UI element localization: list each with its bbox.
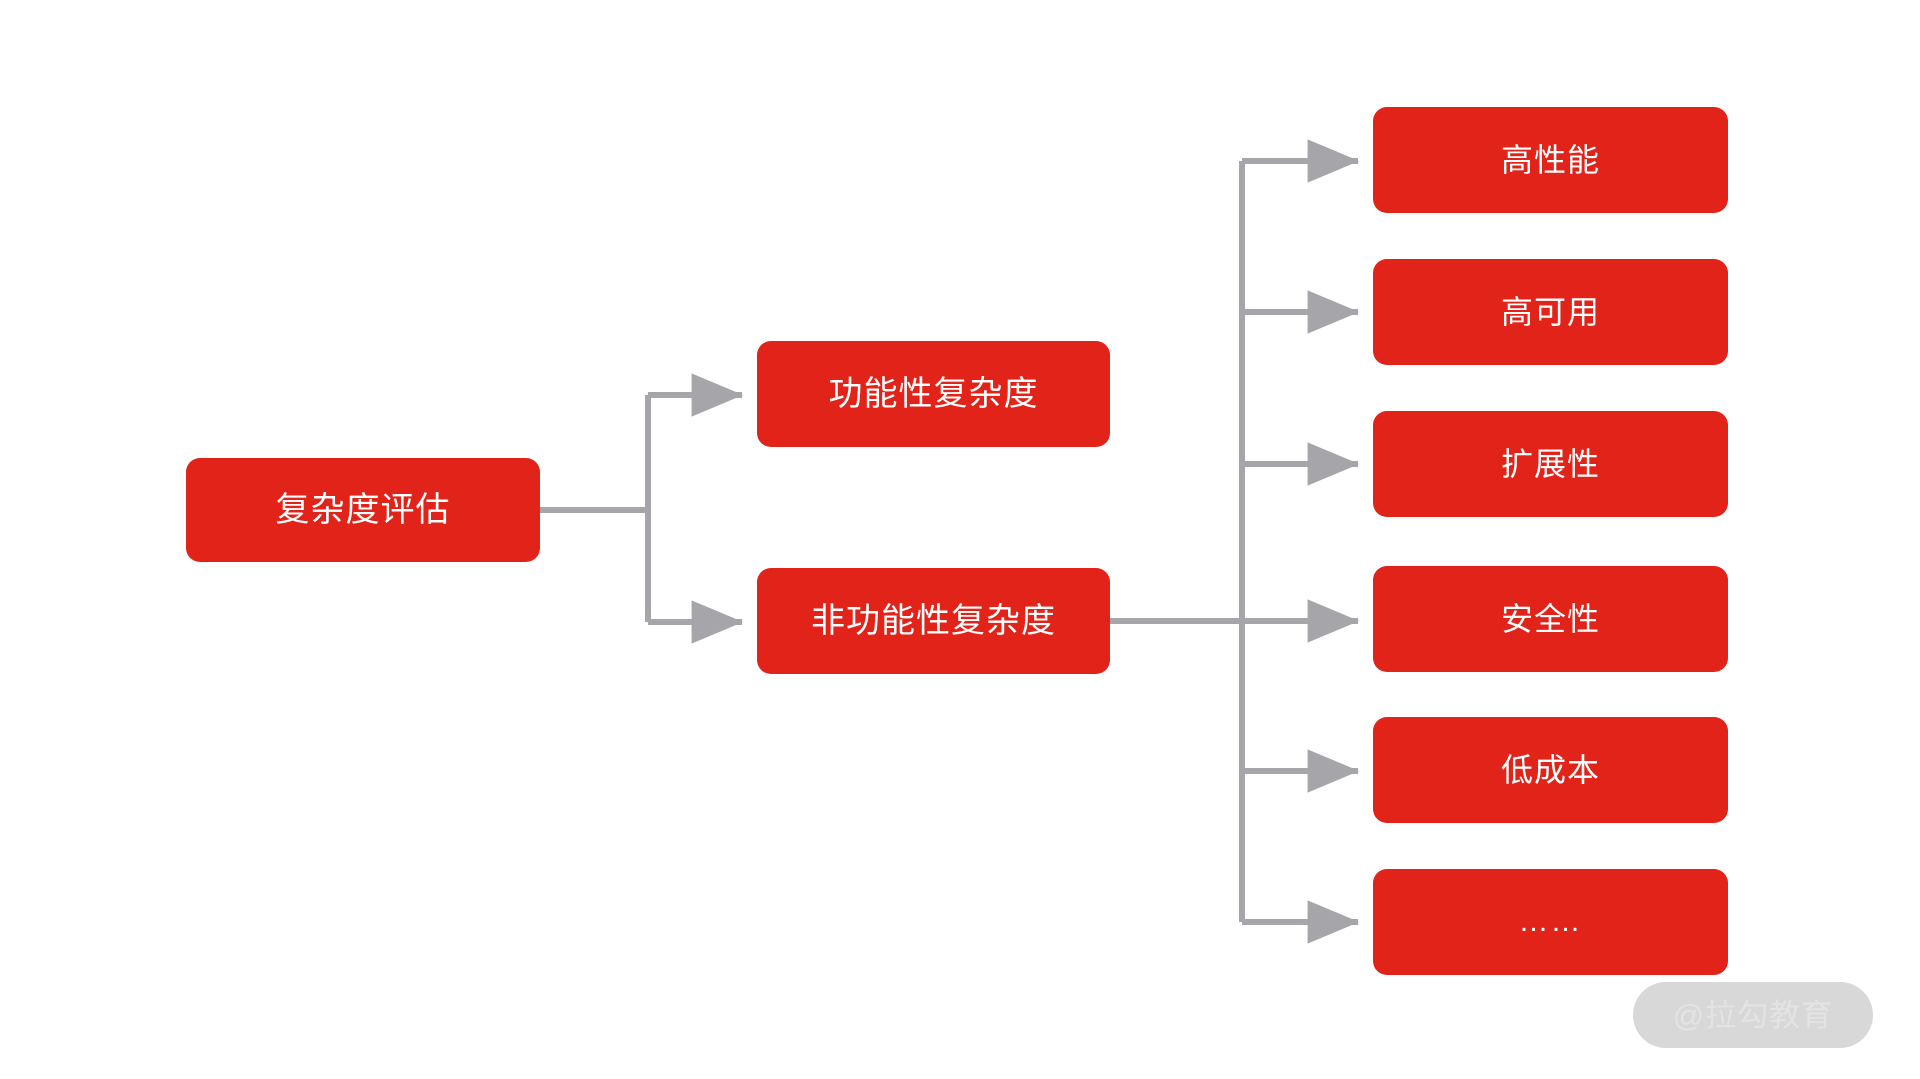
node-high-availability[interactable]: 高可用: [1373, 259, 1728, 365]
node-security[interactable]: 安全性: [1373, 566, 1728, 672]
node-high-performance[interactable]: 高性能: [1373, 107, 1728, 213]
node-functional-complexity-label: 功能性复杂度: [828, 375, 1039, 413]
node-root-label: 复杂度评估: [275, 491, 451, 529]
watermark-badge: @拉勾教育: [1633, 982, 1873, 1048]
node-low-cost[interactable]: 低成本: [1373, 717, 1728, 823]
node-high-availability-label: 高可用: [1500, 294, 1600, 330]
node-security-label: 安全性: [1500, 601, 1600, 637]
node-more[interactable]: ……: [1373, 869, 1728, 975]
node-more-label: ……: [1518, 905, 1583, 938]
node-scalability-label: 扩展性: [1500, 446, 1600, 482]
node-low-cost-label: 低成本: [1500, 752, 1600, 788]
node-functional-complexity[interactable]: 功能性复杂度: [757, 341, 1110, 447]
node-non-functional-complexity-label: 非功能性复杂度: [811, 602, 1056, 640]
node-scalability[interactable]: 扩展性: [1373, 411, 1728, 517]
node-high-performance-label: 高性能: [1500, 142, 1600, 178]
node-root[interactable]: 复杂度评估: [186, 458, 540, 562]
node-non-functional-complexity[interactable]: 非功能性复杂度: [757, 568, 1110, 674]
watermark-text: @拉勾教育: [1672, 997, 1834, 1033]
